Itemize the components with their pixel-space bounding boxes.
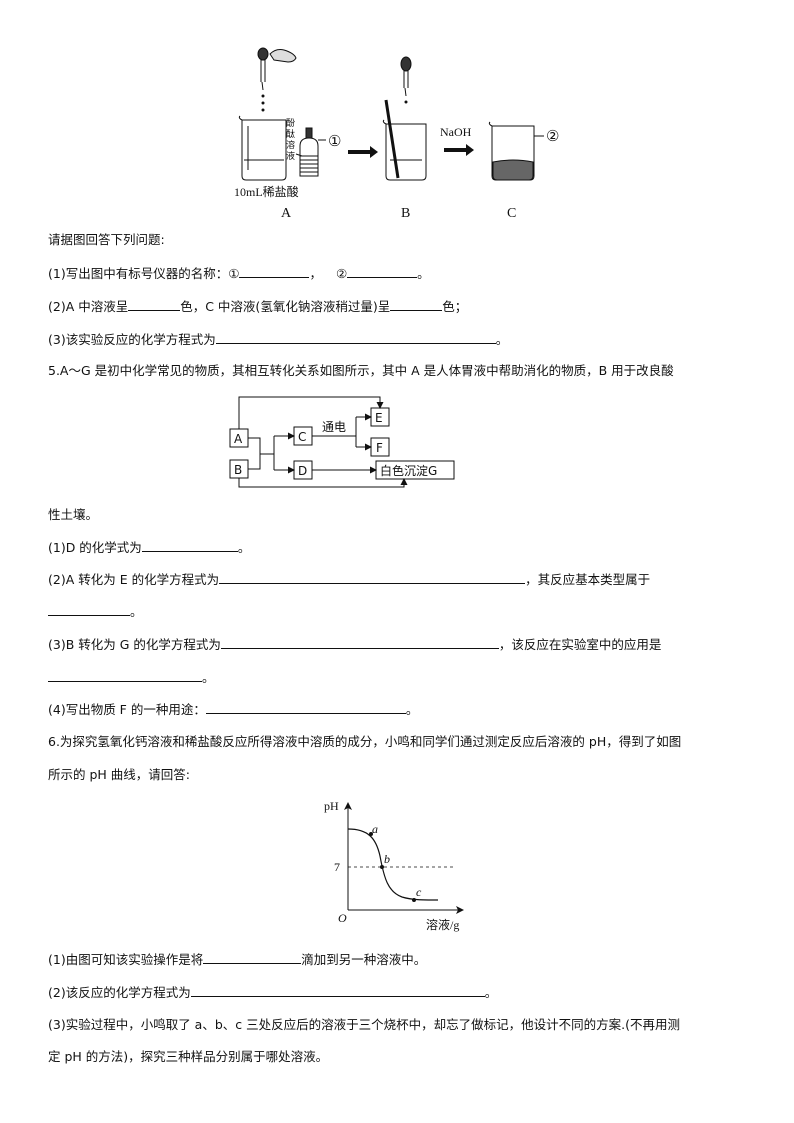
q5-part2-cont: 。 (48, 603, 143, 620)
vessel-label-c: C (507, 206, 516, 221)
answer-blank[interactable] (215, 331, 496, 344)
answer-blank[interactable] (203, 951, 302, 964)
answer-blank[interactable] (128, 298, 181, 311)
q5-stem-cont: 性土壤。 (48, 507, 99, 522)
answer-blank[interactable] (239, 265, 310, 278)
answer-blank[interactable] (219, 571, 526, 584)
q4-part1-end: 。 (417, 266, 430, 281)
q4-part1-prefix: (1)写出图中有标号仪器的名称： (48, 266, 229, 281)
dropper-a-icon (257, 47, 297, 112)
indicator-char-2: 酞 (286, 128, 295, 139)
point-b-label: b (384, 852, 390, 866)
answer-blank[interactable] (190, 984, 485, 997)
q5-part2-text: (2)A 转化为 E 的化学方程式为 (48, 572, 220, 587)
answer-blank[interactable] (347, 265, 418, 278)
q5-part3-end: 。 (202, 670, 215, 685)
arrow-right-icon (444, 144, 474, 156)
q5-part3-text: (3)B 转化为 G 的化学方程式为 (48, 637, 221, 652)
node-f-label: F (376, 441, 383, 455)
q5-part4: (4)写出物质 F 的一种用途： 。 (48, 701, 418, 718)
arrow-right-icon (348, 146, 378, 158)
q5-part1-end: 。 (237, 540, 251, 555)
q5-part3-tail: ，该反应在实验室中的应用是 (498, 637, 662, 652)
dropper-b-icon (400, 56, 412, 104)
q5-part2-tail: ，其反应基本类型属于 (525, 572, 651, 587)
q4-part2-a: (2)A 中溶液呈 (48, 299, 129, 314)
vessel-label-a: A (281, 206, 292, 221)
flow-diagram: A B C D E F 白色沉淀G 通电 (229, 396, 455, 488)
q5-part3-cont: 。 (48, 669, 215, 686)
answer-blank[interactable] (205, 701, 406, 714)
y-tick-7: 7 (334, 860, 340, 874)
x-axis-label: 溶液/g (426, 917, 459, 932)
point-c (412, 898, 416, 902)
dropper-bottle-icon (295, 127, 326, 177)
node-e-label: E (375, 411, 383, 425)
marker-2: ② (546, 129, 559, 145)
node-a-label: A (234, 432, 243, 446)
answer-blank[interactable] (390, 298, 443, 311)
point-c-label: c (416, 885, 422, 899)
answer-blank[interactable] (48, 603, 130, 616)
q6-stem-1: 6.为探究氢氧化钙溶液和稀盐酸反应所得溶液中溶质的成分，小鸣和同学们通过测定反应… (48, 734, 682, 749)
answer-blank[interactable] (141, 539, 238, 552)
acid-label: 10mL稀盐酸 (234, 184, 299, 199)
q4-part1-marker2: ② (335, 266, 348, 281)
q5-part2-end: 。 (130, 604, 143, 619)
apparatus-figure: 10mL稀盐酸 A 酚 酞 溶 液 ① B NaOH (234, 47, 559, 221)
point-a-label: a (372, 822, 378, 836)
indicator-char-3: 溶 (286, 139, 295, 150)
answer-blank[interactable] (220, 636, 499, 649)
answer-blank[interactable] (48, 669, 202, 682)
q6-part2: (2)该反应的化学方程式为 。 (48, 984, 497, 1001)
q5-part3: (3)B 转化为 G 的化学方程式为 ，该反应在实验室中的应用是 (48, 636, 661, 653)
q4-part3-text: (3)该实验反应的化学方程式为 (48, 332, 216, 347)
beaker-b (382, 99, 427, 181)
q5-stem: 5.A～G 是初中化学常见的物质，其相互转化关系如图所示，其中 A 是人体胃液中… (48, 363, 674, 378)
beaker-c (488, 121, 544, 181)
q5-part2: (2)A 转化为 E 的化学方程式为 ，其反应基本类型属于 (48, 571, 650, 588)
ph-curve (347, 828, 439, 901)
node-b-label: B (234, 463, 242, 477)
q6-part2-end: 。 (484, 985, 498, 1000)
node-g-label: 白色沉淀G (380, 463, 437, 478)
q4-part2-b: 色，C 中溶液(氢氧化钠溶液稍过量)呈 (180, 299, 391, 314)
indicator-char-1: 酚 (286, 118, 295, 128)
q5-part4-end: 。 (405, 702, 419, 717)
origin-label: O (338, 911, 347, 925)
electrolysis-label: 通电 (322, 420, 346, 434)
q4-part2: (2)A 中溶液呈 色，C 中溶液(氢氧化钠溶液稍过量)呈 色； (48, 298, 467, 315)
q4-part2-c: 色； (442, 299, 468, 314)
node-d-label: D (298, 464, 307, 478)
q6-part2-text: (2)该反应的化学方程式为 (48, 985, 191, 1000)
q4-part1: (1)写出图中有标号仪器的名称：① ， ② 。 (48, 265, 430, 282)
vessel-label-b: B (401, 206, 410, 221)
q4-part3-end: 。 (495, 332, 509, 347)
q6-part1-text: (1)由图可知该实验操作是将 (48, 952, 204, 967)
beaker-a (238, 115, 287, 181)
q6-part1-tail: 滴加到另一种溶液中。 (301, 952, 427, 967)
edge-b-g (238, 478, 408, 488)
q6-stem-2: 所示的 pH 曲线，请回答: (48, 767, 190, 782)
q6-part3-line1: (3)实验过程中，小鸣取了 a、b、c 三处反应后的溶液于三个烧杯中，却忘了做标… (48, 1017, 680, 1032)
naoh-label: NaOH (440, 125, 472, 139)
marker-1: ① (328, 134, 341, 150)
q4-intro: 请据图回答下列问题: (48, 232, 165, 247)
edge-ab-bracket (248, 437, 261, 470)
q4-part3: (3)该实验反应的化学方程式为 。 (48, 331, 508, 348)
q4-part1-sep: ， (309, 266, 322, 281)
point-b (380, 865, 384, 869)
q6-part1: (1)由图可知该实验操作是将 滴加到另一种溶液中。 (48, 951, 426, 968)
q4-part1-marker1: ① (228, 266, 240, 281)
q5-part1-text: (1)D 的化学式为 (48, 540, 142, 555)
node-c-label: C (298, 430, 306, 444)
edge-a-e (238, 396, 384, 429)
indicator-char-4: 液 (286, 150, 295, 161)
q6-part3-line2: 定 pH 的方法)，探究三种样品分别属于哪处溶液。 (48, 1049, 329, 1064)
point-a (369, 832, 373, 836)
q5-part4-text: (4)写出物质 F 的一种用途： (48, 702, 206, 717)
q5-part1: (1)D 的化学式为 。 (48, 539, 250, 556)
y-axis-label: pH (324, 799, 339, 813)
ph-chart: a b c pH 7 O 溶液/g (324, 799, 464, 932)
